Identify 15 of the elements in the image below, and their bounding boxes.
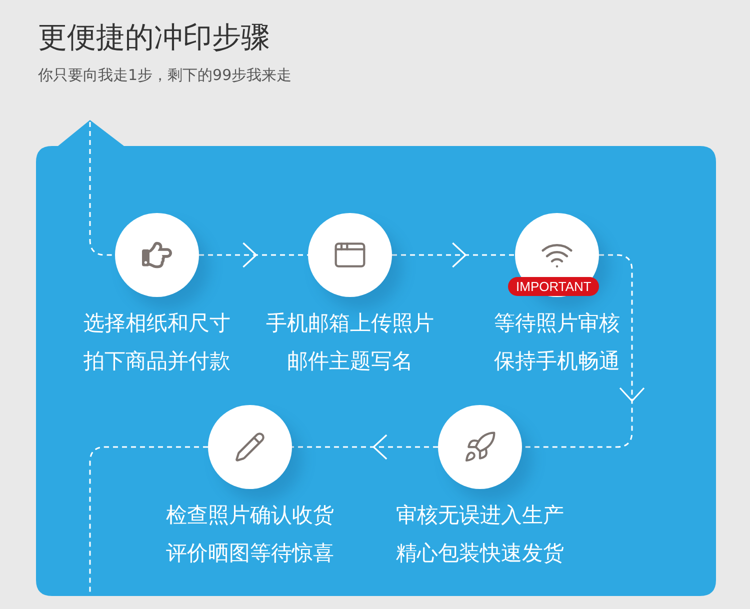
step-text: 审核无误进入生产 bbox=[395, 502, 565, 528]
step-text: 精心包装快速发货 bbox=[395, 540, 565, 566]
dashed-line bbox=[89, 446, 208, 595]
subtitle: 你只要向我走1步，剩下的99步我来走 bbox=[38, 66, 292, 85]
step-text: 邮件主题写名 bbox=[286, 348, 414, 374]
step-text: 等待照片审核 bbox=[493, 310, 621, 336]
step-text: 拍下商品并付款 bbox=[82, 348, 232, 374]
step-text: 手机邮箱上传照片 bbox=[265, 310, 435, 336]
important-badge: IMPORTANT bbox=[508, 277, 600, 296]
step-text: 评价晒图等待惊喜 bbox=[165, 540, 335, 566]
title: 更便捷的冲印步骤 bbox=[38, 19, 270, 56]
step-text: 保持手机畅通 bbox=[493, 348, 621, 374]
dashed-line bbox=[89, 122, 115, 256]
step-text: 检查照片确认收货 bbox=[165, 502, 335, 528]
step-text: 选择相纸和尺寸 bbox=[82, 310, 232, 336]
